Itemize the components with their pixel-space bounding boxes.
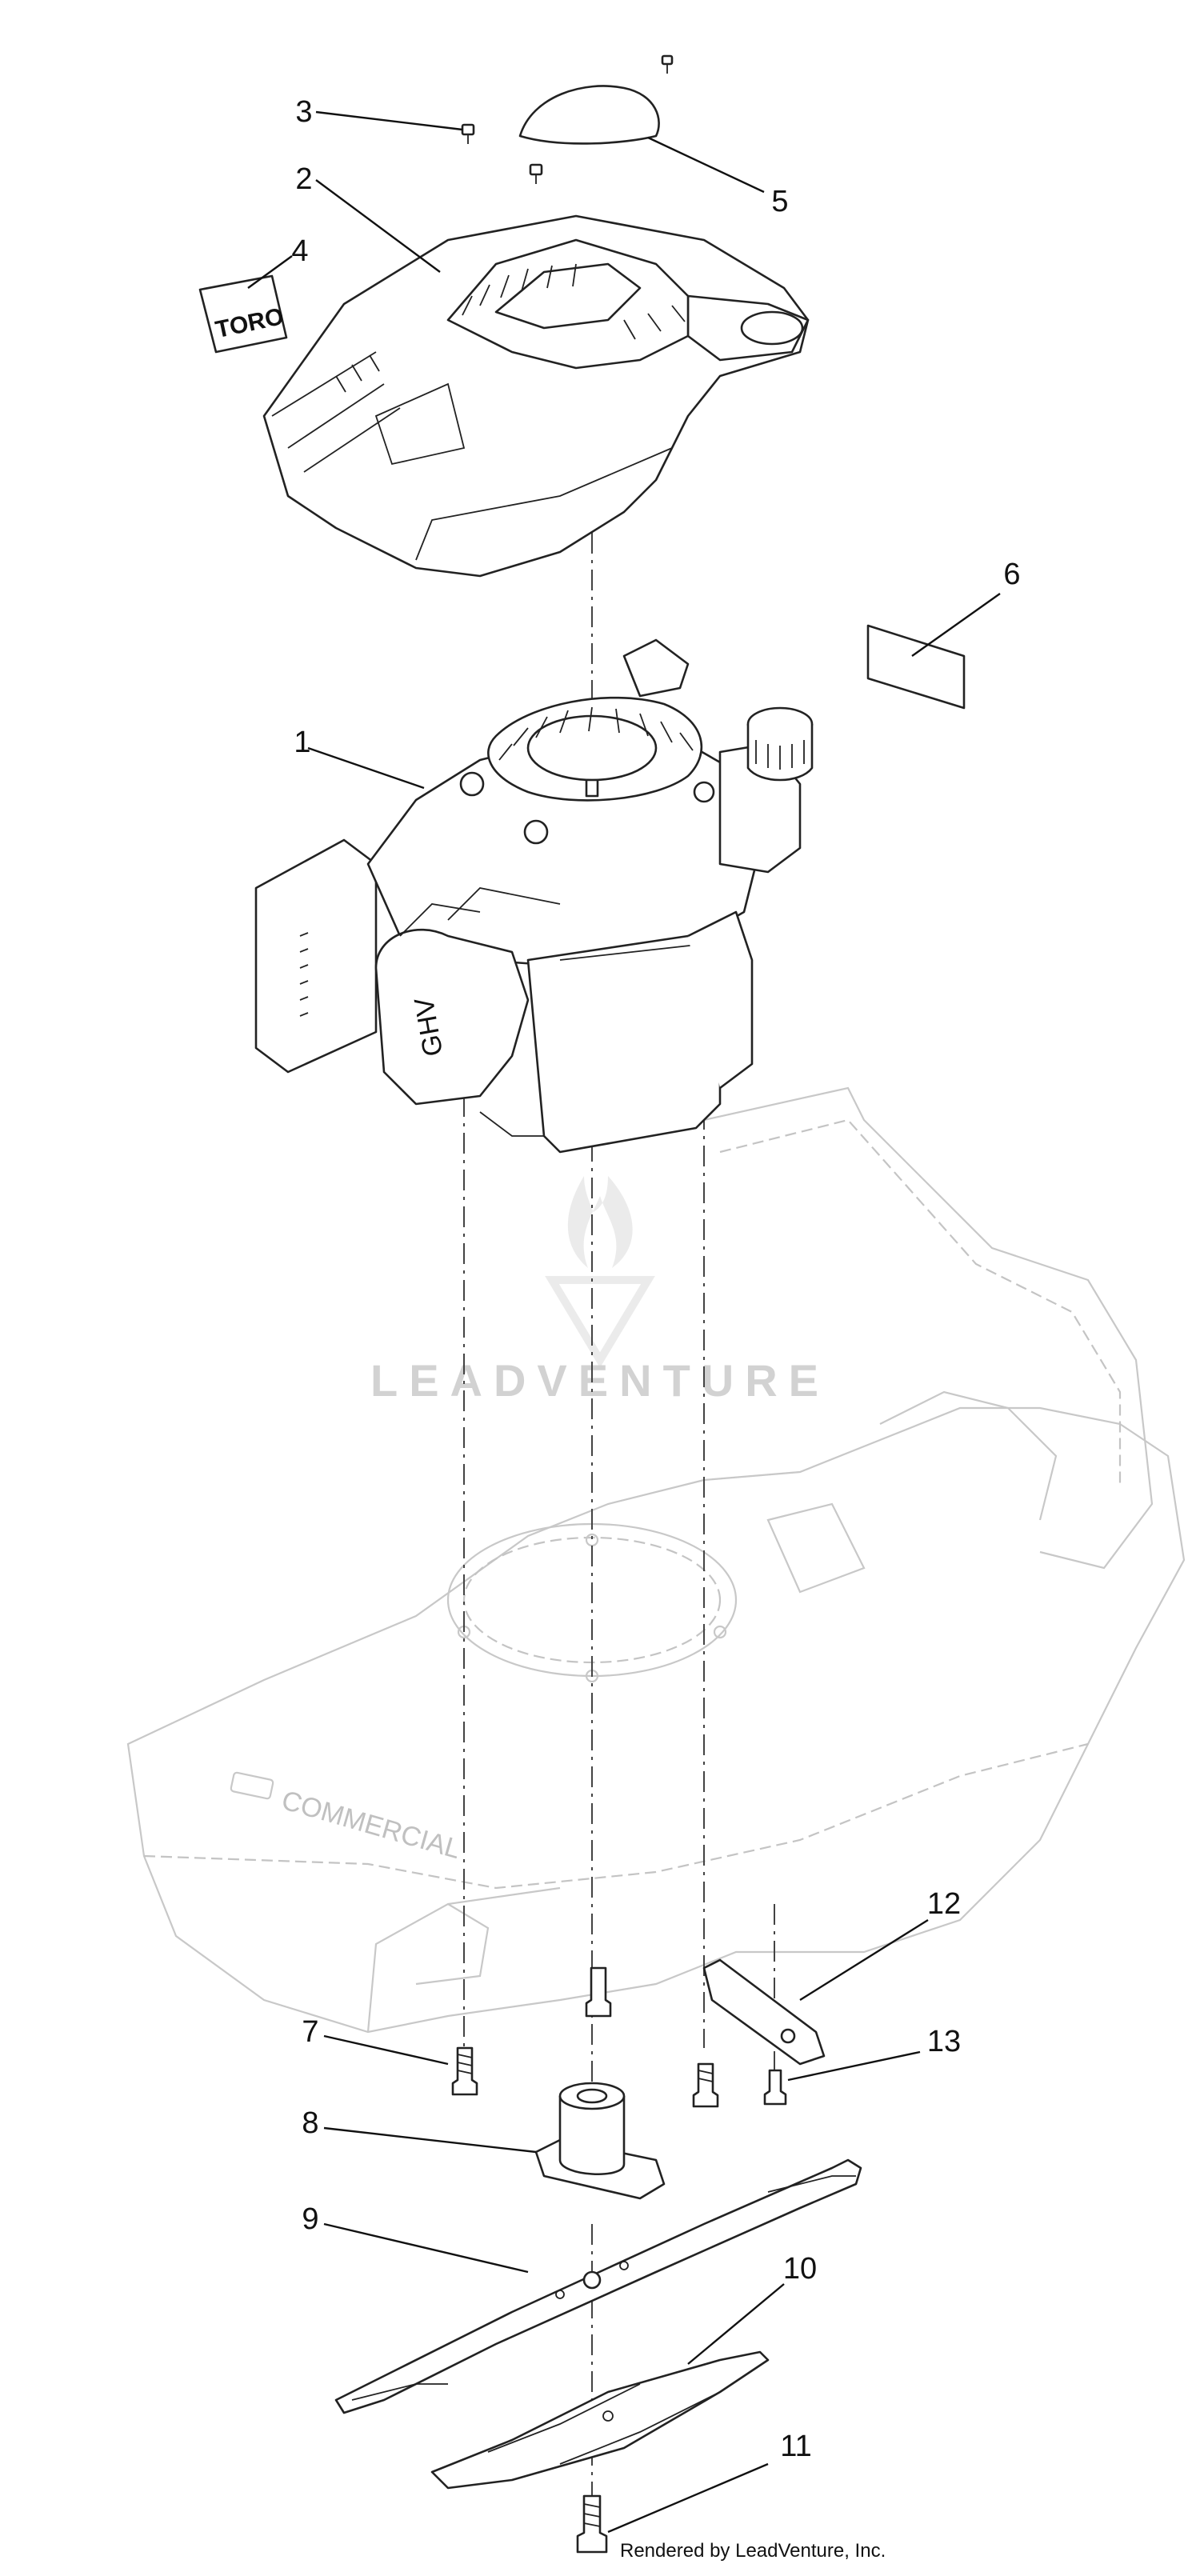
flywheel-fins (498, 706, 694, 761)
toro-decal-part[interactable]: TORO (198, 274, 288, 354)
engine-mounting-bolts-part[interactable] (451, 1966, 719, 2108)
callout-2: 2 (295, 162, 312, 196)
blade-bolt-part[interactable] (576, 2494, 608, 2554)
callout-6: 6 (1003, 558, 1020, 591)
callout-3: 3 (295, 95, 312, 129)
muffler-vent-holes (299, 932, 309, 1017)
engine-shroud-part[interactable] (262, 214, 810, 578)
watermark-logo-icon (545, 1176, 655, 1368)
callout-13: 13 (927, 2025, 961, 2058)
blade-baffle-part[interactable] (702, 1958, 826, 2066)
lower-blade-part[interactable] (430, 2350, 770, 2490)
callout-7: 7 (302, 2015, 318, 2049)
callout-labels: 3 2 4 5 6 1 7 8 9 10 11 12 13 (291, 95, 1020, 2463)
mower-blade-part[interactable] (334, 2158, 862, 2414)
callout-10: 10 (783, 2252, 817, 2286)
shroud-cap-part[interactable] (518, 54, 674, 145)
callout-5: 5 (771, 185, 788, 218)
callout-1: 1 (294, 726, 310, 759)
callout-4: 4 (291, 234, 308, 268)
engine-part[interactable]: GHV (254, 638, 814, 1154)
callout-9: 9 (302, 2202, 318, 2236)
mower-deck-outline: COMMERCIAL (126, 1086, 1186, 2034)
callout-8: 8 (302, 2106, 318, 2140)
shroud-vent-slots (335, 263, 686, 393)
baffle-screw-part[interactable] (763, 2069, 787, 2106)
blade-adapter-part[interactable] (534, 2082, 666, 2200)
watermark: LEADVENTURE (370, 1176, 830, 1406)
callout-11: 11 (780, 2430, 811, 2463)
deck-brand-text: COMMERCIAL (278, 1785, 464, 1865)
footer-credit: Rendered by LeadVenture, Inc. (620, 2540, 886, 2562)
callout-12: 12 (927, 1887, 961, 1921)
leader-lines (247, 110, 1001, 2534)
watermark-text: LEADVENTURE (370, 1355, 830, 1406)
engine-label-part[interactable] (866, 624, 966, 710)
